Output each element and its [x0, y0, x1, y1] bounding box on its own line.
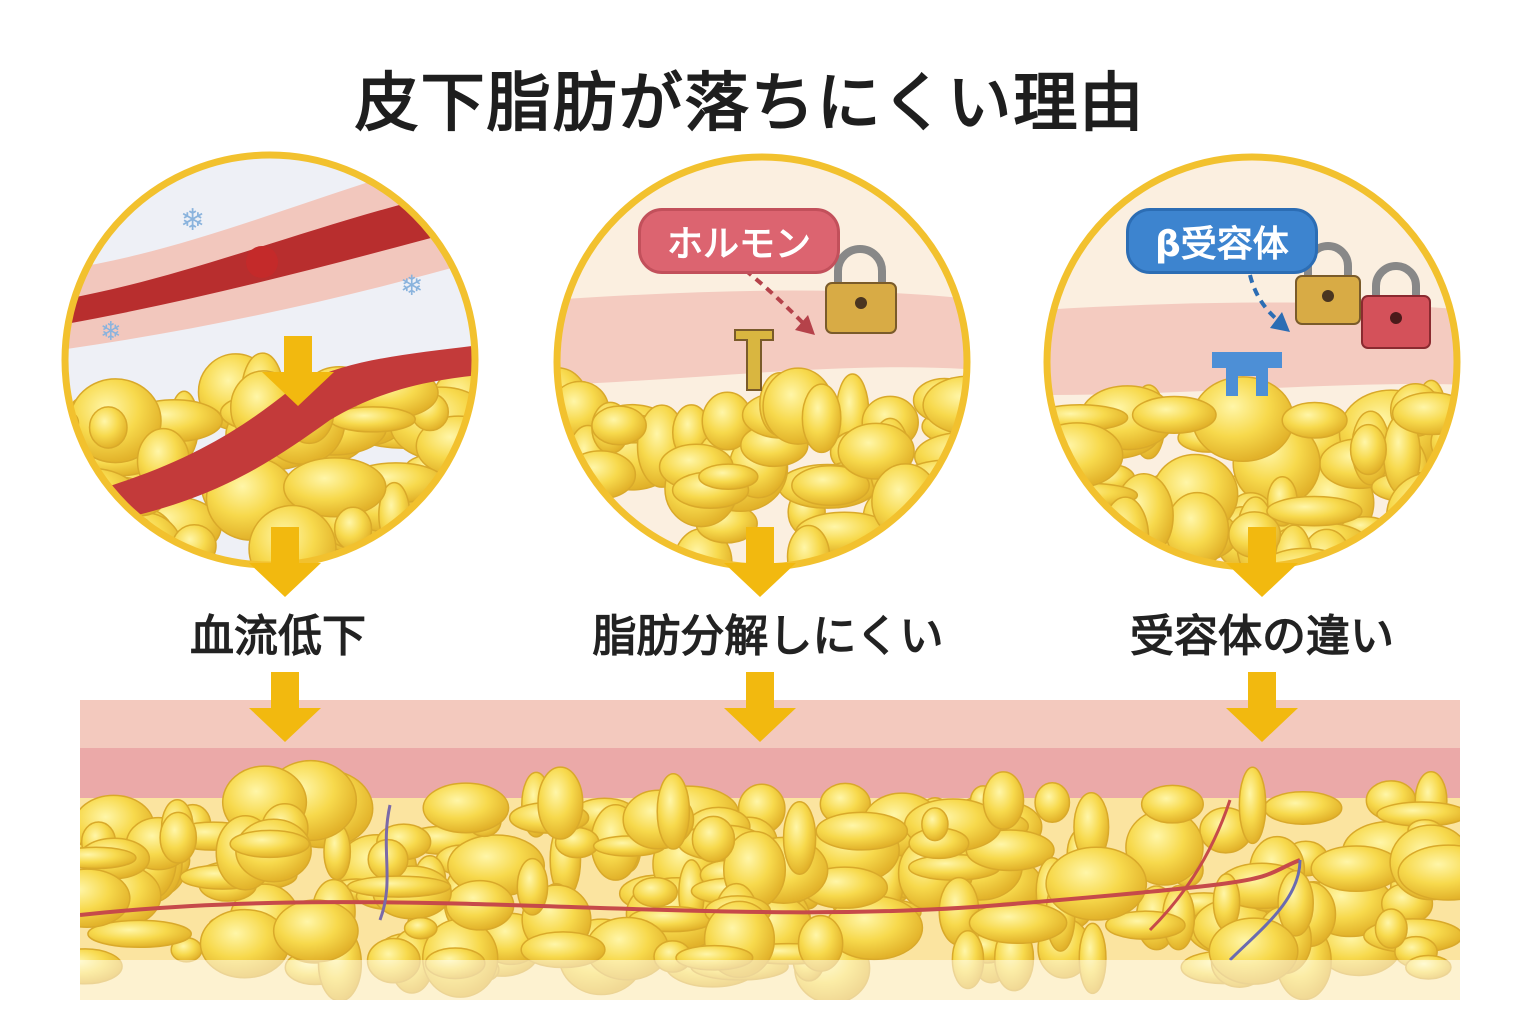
label-blood-flow: 血流低下: [190, 611, 366, 662]
fat-cell: [1238, 766, 1267, 845]
fat-cell: [933, 527, 967, 567]
fat-cell: [915, 491, 967, 562]
fat-cell: [229, 829, 311, 859]
fat-cell: [80, 868, 131, 928]
fat-cell: [442, 458, 475, 498]
fat-cell: [691, 815, 736, 863]
beta-receptor-badge: β受容体: [1126, 208, 1318, 274]
fat-cell: [782, 801, 817, 875]
snowflake-icon: ❄: [400, 269, 423, 302]
fat-cell: [516, 857, 549, 916]
fat-cell: [87, 919, 192, 949]
fat-cell: [1363, 527, 1451, 567]
fat-cell: [815, 811, 909, 851]
hormone-badge: ホルモン: [638, 208, 841, 274]
lock-icon: [1361, 262, 1431, 349]
fat-cell: [1266, 495, 1363, 527]
fat-cell: [698, 463, 759, 491]
hormone-key-icon: [734, 329, 774, 391]
fat-cell: [537, 766, 584, 840]
fat-cell: [283, 457, 387, 518]
fat-cell: [423, 498, 459, 554]
fat-cell: [422, 782, 510, 834]
fat-cell: [1104, 910, 1186, 940]
fat-cell: [346, 875, 452, 898]
fat-cell: [921, 807, 949, 842]
fat-cell: [1349, 423, 1387, 476]
fat-cell: [80, 846, 137, 870]
fat-cell: [1281, 401, 1348, 439]
fat-cell: [434, 464, 475, 538]
fat-cell: [1374, 908, 1408, 949]
fat-cell: [1366, 531, 1408, 567]
fat-cell: [595, 517, 634, 567]
skin-cross-section: [80, 700, 1460, 1000]
fat-cell: [88, 406, 128, 449]
fat-cell: [1310, 845, 1402, 893]
receptor-icon: [1212, 352, 1282, 396]
lock-icon: [825, 245, 897, 334]
fat-cell: [929, 484, 967, 534]
fat-cell: [272, 899, 359, 963]
fat-cell: [894, 523, 932, 551]
fat-cell: [421, 497, 463, 539]
fat-cell: [791, 464, 870, 507]
fat-cell: [557, 514, 625, 547]
fat-cell: [1045, 846, 1148, 921]
fat-cell: [922, 375, 967, 436]
fat-cell: [1385, 471, 1457, 561]
fat-cell: [65, 493, 97, 565]
panel-receptor: [1043, 153, 1461, 571]
fat-cell: [1391, 391, 1457, 436]
fat-cell: [1387, 523, 1457, 567]
page-title: 皮下脂肪が落ちにくい理由: [354, 67, 1146, 141]
fat-cell: [66, 493, 125, 560]
fat-cell: [982, 771, 1025, 830]
fat-cell: [1140, 784, 1204, 824]
fat-cell: [1130, 548, 1174, 567]
fat-cell: [1047, 422, 1124, 489]
fat-cell: [1277, 870, 1315, 937]
fat-cell: [801, 383, 842, 454]
fat-cell: [591, 405, 647, 446]
fat-cell: [968, 901, 1068, 945]
fat-cell: [632, 876, 679, 908]
label-lipolysis: 脂肪分解しにくい: [592, 611, 944, 662]
fat-cell: [1034, 781, 1071, 823]
fat-cell: [1047, 482, 1096, 511]
snowflake-icon: ❄: [180, 203, 205, 238]
label-receptor: 受容体の違い: [1130, 611, 1394, 662]
fat-cell: [557, 489, 596, 556]
fat-cell: [1263, 791, 1343, 825]
fat-cell: [1131, 395, 1217, 434]
snowflake-icon: ❄: [100, 317, 122, 347]
fat-cell: [403, 917, 438, 940]
fat-cell: [159, 811, 198, 864]
fat-cell: [656, 773, 691, 850]
fat-cell: [944, 505, 967, 567]
panel-blood-flow: ❄ ❄ ❄: [61, 151, 479, 569]
fat-cell: [1397, 844, 1460, 901]
